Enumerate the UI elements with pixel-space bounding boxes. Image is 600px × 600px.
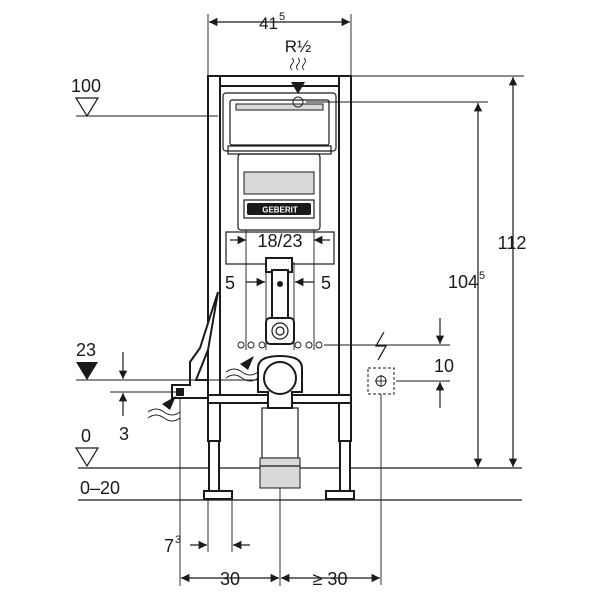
dim-total-height: 112 xyxy=(498,233,527,253)
level-23-value: 23 xyxy=(76,340,96,360)
geberit-logo: GEBERIT xyxy=(247,203,311,215)
dim-offset-right: 5 xyxy=(321,273,331,293)
waste-arrows xyxy=(147,356,259,422)
dim-bottom-offset: 7 xyxy=(164,536,174,556)
dim-bottom: 7 3 30 ≥ 30 xyxy=(164,398,380,589)
center-column xyxy=(265,257,295,345)
dim-supply-height-sup: 5 xyxy=(479,270,485,282)
dim-electric-value: 10 xyxy=(434,356,454,376)
dim-bottom-ge30: ≥ 30 xyxy=(313,569,348,589)
dim-fixing-spacing: 18/23 xyxy=(230,230,330,350)
cistern: GEBERIT xyxy=(222,92,337,265)
dim-right: 112 104 5 xyxy=(351,75,527,467)
floor-range-value: 0–20 xyxy=(80,478,120,498)
left-support xyxy=(171,291,219,399)
dim-top-width-value: 41 xyxy=(259,14,278,33)
fixing-points xyxy=(237,341,323,349)
dim-offsets: 5 5 xyxy=(225,262,331,350)
level-0-value: 0 xyxy=(81,426,91,446)
dim-supply-height: 104 xyxy=(448,272,478,292)
level-0: 0 0–20 xyxy=(74,426,120,498)
level-100-value: 100 xyxy=(71,76,101,96)
water-supply: R½ xyxy=(285,37,488,108)
drain-bend xyxy=(257,354,303,489)
level-100: 100 xyxy=(71,76,218,118)
dim-top-width: 41 5 xyxy=(207,11,352,76)
dim-offset-left: 5 xyxy=(225,273,235,293)
supply-label: R½ xyxy=(285,37,311,56)
dim-bottom-30: 30 xyxy=(220,569,240,589)
dim-electric: 10 xyxy=(324,318,454,408)
dim-fixing-spacing-value: 18/23 xyxy=(257,231,302,251)
level-23: 23 3 xyxy=(76,340,258,444)
dim-top-width-sup: 5 xyxy=(279,11,285,23)
electric-box xyxy=(367,367,395,585)
electric-symbol-icon xyxy=(374,331,388,361)
level-3-value: 3 xyxy=(119,424,129,444)
geberit-logo-text: GEBERIT xyxy=(262,206,298,215)
dim-bottom-offset-sup: 3 xyxy=(175,534,181,546)
